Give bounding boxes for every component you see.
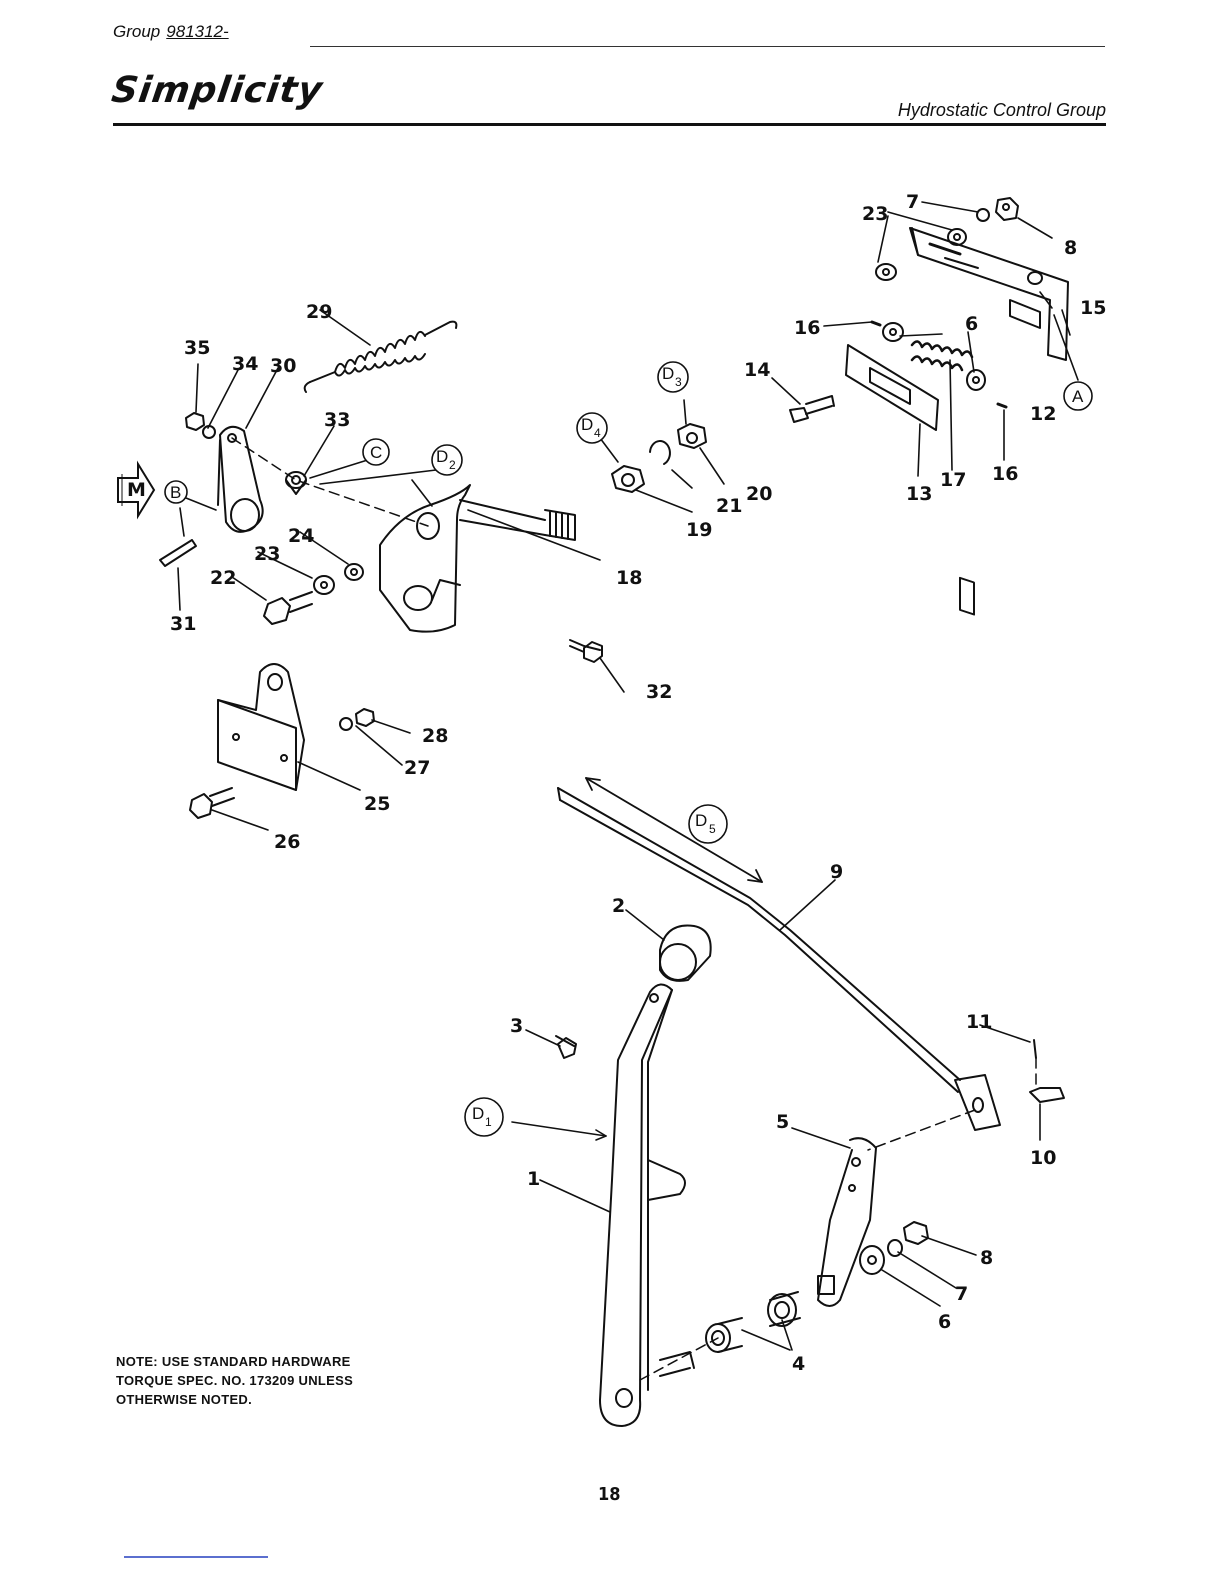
part-bolt-26 — [190, 788, 234, 818]
callout-8b: 8 — [980, 1247, 993, 1269]
note-line-3: OTHERWISE NOTED. — [116, 1390, 353, 1409]
callout-9: 9 — [830, 861, 843, 883]
label-D3-sub: 3 — [675, 375, 682, 389]
callout-7b: 7 — [955, 1283, 968, 1305]
part-washer-6 — [860, 1246, 884, 1274]
callout-13: 13 — [906, 483, 932, 505]
bottom-link-bar[interactable] — [124, 1556, 268, 1558]
label-D4-sub: 4 — [594, 426, 601, 440]
callout-10: 10 — [1030, 1147, 1056, 1169]
part-bracket-25 — [218, 664, 304, 790]
label-D1-letter: D — [472, 1104, 484, 1123]
callout-25: 25 — [364, 793, 390, 815]
callout-numbers: 1 2 3 4 5 6 6 7 7 8 8 9 10 11 12 13 14 1… — [170, 191, 1106, 1375]
callout-2: 2 — [612, 895, 625, 917]
part-ring-21 — [650, 441, 670, 464]
part-plate-13 — [846, 345, 938, 430]
label-D2-sub: 2 — [449, 458, 456, 472]
part-bushing-19 — [612, 466, 644, 492]
part-bolt-32 — [570, 640, 602, 662]
callout-11: 11 — [966, 1011, 992, 1033]
callout-33: 33 — [324, 409, 350, 431]
callout-5: 5 — [776, 1111, 789, 1133]
callout-3: 3 — [510, 1015, 523, 1037]
part-washer-24 — [345, 564, 363, 580]
callout-35: 35 — [184, 337, 210, 359]
callout-34: 34 — [232, 353, 258, 375]
callout-23a: 23 — [862, 203, 888, 225]
callout-27: 27 — [404, 757, 430, 779]
part-washer-23 — [314, 576, 334, 594]
part-washer-27 — [340, 718, 352, 730]
part-bushings-4 — [706, 1292, 800, 1352]
callout-16b: 16 — [992, 463, 1018, 485]
label-A: A — [1072, 387, 1084, 406]
part-pin-11 — [1034, 1040, 1036, 1058]
part-rod-9 — [558, 788, 1000, 1130]
callout-6b: 6 — [938, 1311, 951, 1333]
label-D5-letter: D — [695, 811, 707, 830]
callout-30: 30 — [270, 355, 296, 377]
label-M: M — [127, 479, 146, 501]
callout-29: 29 — [306, 301, 332, 323]
callout-24: 24 — [288, 525, 314, 547]
callout-14: 14 — [744, 359, 770, 381]
callout-26: 26 — [274, 831, 300, 853]
callout-4: 4 — [792, 1353, 805, 1375]
callout-19: 19 — [686, 519, 712, 541]
part-nut-20 — [678, 424, 706, 448]
label-D1-sub: 1 — [485, 1115, 492, 1129]
label-D4-letter: D — [581, 415, 593, 434]
part-spring-17 — [912, 341, 972, 370]
label-B: B — [170, 483, 181, 502]
leader-lines — [178, 202, 1078, 1350]
part-spring-29 — [305, 322, 457, 392]
callout-16a: 16 — [794, 317, 820, 339]
callout-7a: 7 — [906, 191, 919, 213]
label-D3-letter: D — [662, 364, 674, 383]
part-lever-1 — [600, 984, 694, 1426]
label-D2-letter: D — [436, 447, 448, 466]
part-knob-2 — [660, 926, 711, 981]
callout-20: 20 — [746, 483, 772, 505]
callout-21: 21 — [716, 495, 742, 517]
callout-28: 28 — [422, 725, 448, 747]
note-line-1: NOTE: USE STANDARD HARDWARE — [116, 1352, 353, 1371]
part-nut-28 — [356, 709, 374, 726]
callout-15: 15 — [1080, 297, 1106, 319]
part-screw-3 — [556, 1036, 576, 1058]
callout-22: 22 — [210, 567, 236, 589]
callout-1: 1 — [527, 1168, 540, 1190]
callout-18: 18 — [616, 567, 642, 589]
callout-6a: 6 — [965, 313, 978, 335]
part-nut-8 — [904, 1222, 928, 1244]
page-number: 18 — [598, 1484, 621, 1505]
part-bolt-22 — [264, 592, 312, 624]
callout-23b: 23 — [254, 543, 280, 565]
part-shaft-18 — [380, 485, 575, 632]
torque-note: NOTE: USE STANDARD HARDWARE TORQUE SPEC.… — [116, 1352, 353, 1409]
callout-8a: 8 — [1064, 237, 1077, 259]
callout-12: 12 — [1030, 403, 1056, 425]
label-D5-sub: 5 — [709, 822, 716, 836]
part-arm-5 — [818, 1138, 876, 1306]
part-pin-31 — [160, 540, 196, 566]
callout-31: 31 — [170, 613, 196, 635]
part-nut-35 — [186, 413, 204, 430]
note-line-2: TORQUE SPEC. NO. 173209 UNLESS — [116, 1371, 353, 1390]
callout-17: 17 — [940, 469, 966, 491]
label-C: C — [370, 443, 382, 462]
callout-32: 32 — [646, 681, 672, 703]
part-pin-10 — [1030, 1088, 1064, 1102]
